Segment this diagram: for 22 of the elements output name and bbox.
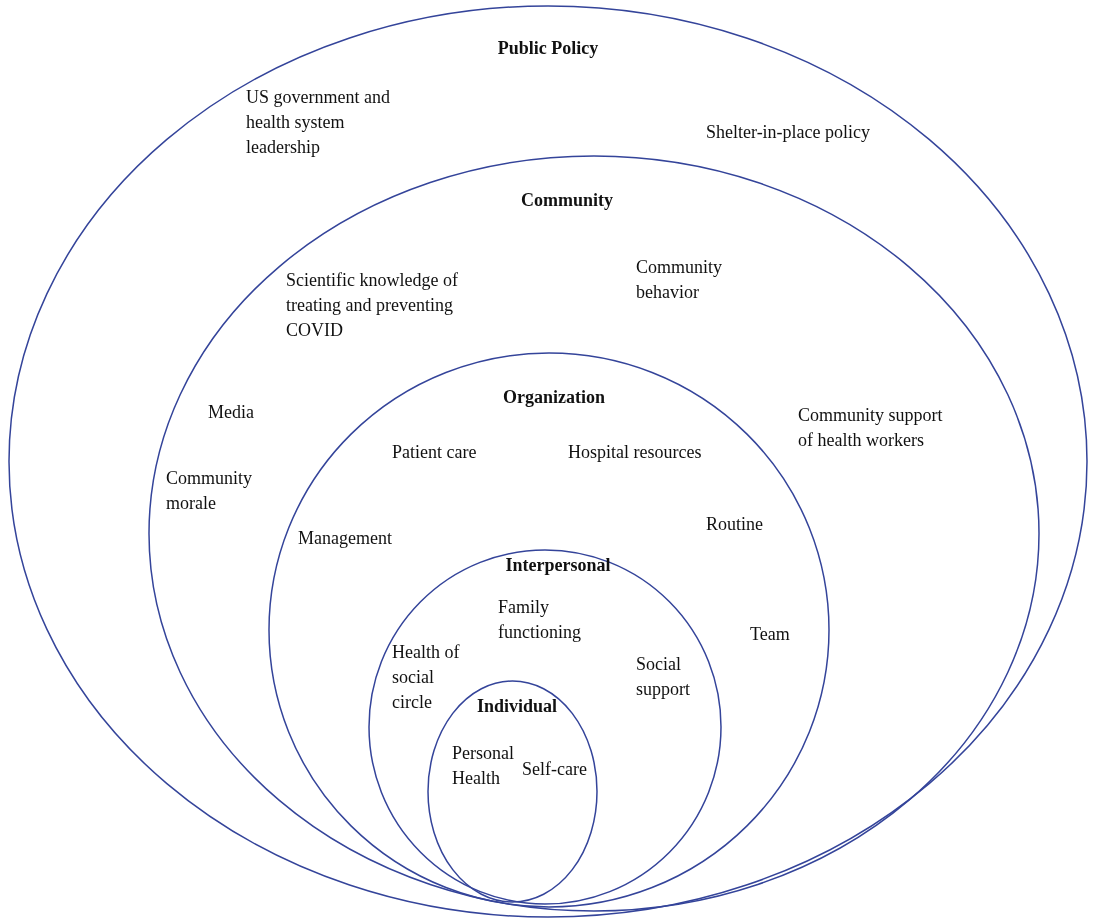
factor-label: Community support of health workers	[798, 404, 944, 452]
factor-label: Self-care	[522, 758, 588, 781]
level-heading: Individual	[475, 695, 559, 718]
factor-label: Routine	[706, 513, 764, 536]
level-heading: Interpersonal	[504, 554, 612, 577]
factor-label: Social support	[636, 653, 691, 701]
factor-label: Shelter-in-place policy	[706, 121, 872, 144]
factor-label: Management	[298, 527, 393, 550]
level-heading: Community	[520, 189, 614, 212]
factor-label: Team	[750, 623, 791, 646]
factor-label: Media	[208, 401, 255, 424]
factor-label: US government and health system leadership	[246, 86, 391, 159]
level-heading: Organization	[502, 386, 606, 409]
factor-label: Personal Health	[452, 742, 515, 790]
factor-label: Community morale	[166, 467, 253, 515]
level-heading: Public Policy	[496, 37, 600, 60]
factor-label: Patient care	[392, 441, 478, 464]
factor-label: Hospital resources	[568, 441, 703, 464]
factor-label: Health of social circle	[392, 641, 461, 714]
factor-label: Scientific knowledge of treating and preventing COVID	[286, 269, 459, 342]
factor-label: Family functioning	[498, 596, 582, 644]
factor-label: Community behavior	[636, 256, 723, 304]
